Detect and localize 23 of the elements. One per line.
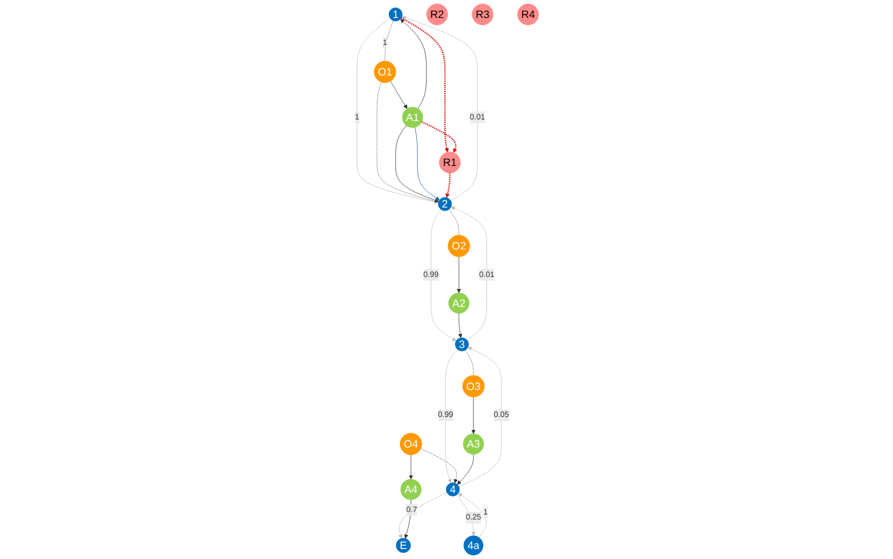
node-circle: 2	[438, 197, 452, 211]
node-circle: A1	[402, 106, 423, 128]
node-circle: 3	[454, 338, 469, 352]
node-circle: O1	[374, 60, 396, 83]
node-circle: O2	[448, 234, 470, 258]
node-circle: R4	[517, 4, 539, 26]
node-circle: 4a	[463, 536, 484, 556]
node-circle: O4	[400, 432, 422, 456]
node-circle: O3	[462, 375, 484, 398]
node-circle: E	[396, 538, 411, 553]
node-circle: A2	[448, 292, 470, 314]
connector	[448, 209, 459, 236]
node-circle: 1	[388, 8, 402, 22]
arrow	[421, 121, 457, 153]
arrow	[445, 173, 450, 198]
node-circle: A4	[400, 479, 422, 500]
connector	[384, 20, 394, 62]
connector	[464, 350, 474, 376]
node-circle: R3	[472, 4, 494, 26]
node-circle: R1	[438, 152, 460, 174]
node-circle: 4	[446, 482, 460, 496]
node-circle: R2	[426, 4, 448, 26]
node-circle: A3	[462, 434, 484, 454]
